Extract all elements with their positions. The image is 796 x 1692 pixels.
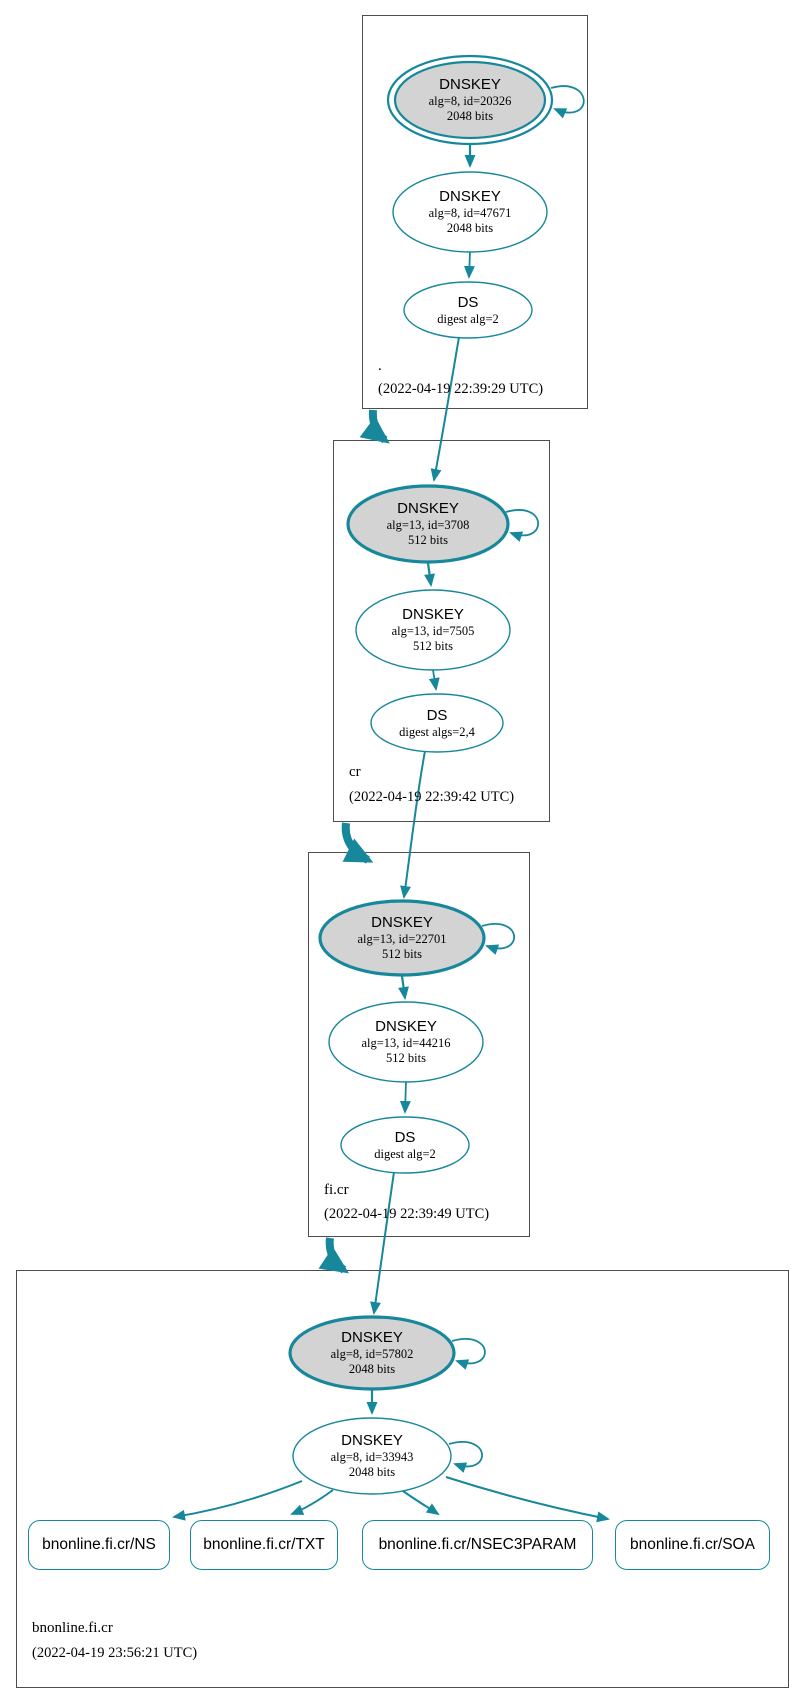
root-ds-digest: digest alg=2 (437, 312, 499, 326)
root-zsk-node[interactable]: DNSKEY alg=8, id=47671 2048 bits (390, 188, 550, 236)
rrset-txt-label: bnonline.fi.cr/TXT (203, 1536, 325, 1553)
zone-name-fi-cr: fi.cr (324, 1182, 349, 1198)
cr-ksk-bits: 512 bits (408, 533, 448, 547)
fi-cr-ksk-title: DNSKEY (371, 914, 433, 931)
rrset-txt-node[interactable]: bnonline.fi.cr/TXT (190, 1520, 338, 1570)
fi-cr-ds-node[interactable]: DS digest alg=2 (341, 1129, 469, 1162)
root-zsk-alg: alg=8, id=47671 (428, 206, 512, 220)
fi-cr-ds-title: DS (394, 1129, 416, 1146)
bnonline-ksk-alg: alg=8, id=57802 (330, 1347, 414, 1361)
fi-cr-zsk-title: DNSKEY (375, 1018, 437, 1035)
fi-cr-ksk-bits: 512 bits (382, 947, 422, 961)
root-zsk-bits: 2048 bits (446, 221, 494, 235)
fi-cr-ksk-alg: alg=13, id=22701 (357, 932, 447, 946)
bnonline-zsk-alg: alg=8, id=33943 (330, 1450, 414, 1464)
fi-cr-zsk-bits: 512 bits (386, 1051, 426, 1065)
zone-timestamp-root: (2022-04-19 22:39:29 UTC) (378, 381, 544, 397)
fi-cr-ksk-node[interactable]: DNSKEY alg=13, id=22701 512 bits (322, 914, 482, 962)
root-ksk-node[interactable]: DNSKEY alg=8, id=20326 2048 bits (390, 76, 550, 124)
zone-box-bnonline-fi-cr (16, 1270, 789, 1688)
cr-ksk-alg: alg=13, id=3708 (386, 518, 470, 532)
cr-zsk-alg: alg=13, id=7505 (391, 624, 475, 638)
root-ds-node[interactable]: DS digest alg=2 (404, 294, 532, 327)
fi-cr-to-bnonline-delegation-arrow (318, 1237, 349, 1274)
zone-timestamp-bnonline: (2022-04-19 23:56:21 UTC) (32, 1645, 198, 1661)
fi-cr-zsk-alg: alg=13, id=44216 (361, 1036, 451, 1050)
root-zsk-title: DNSKEY (439, 188, 501, 205)
zone-timestamp-cr: (2022-04-19 22:39:42 UTC) (349, 789, 515, 805)
cr-ksk-node[interactable]: DNSKEY alg=13, id=3708 512 bits (348, 500, 508, 548)
bnonline-zsk-node[interactable]: DNSKEY alg=8, id=33943 2048 bits (292, 1432, 452, 1480)
cr-zsk-title: DNSKEY (402, 606, 464, 623)
rrset-ns-label: bnonline.fi.cr/NS (42, 1536, 156, 1553)
cr-ds-node[interactable]: DS digest algs=2,4 (371, 707, 503, 740)
rrset-soa-label: bnonline.fi.cr/SOA (630, 1536, 755, 1553)
cr-zsk-bits: 512 bits (413, 639, 453, 653)
zone-name-root: . (378, 358, 382, 374)
zone-box-root (362, 15, 588, 409)
rrset-ns-node[interactable]: bnonline.fi.cr/NS (28, 1520, 170, 1570)
zone-timestamp-fi-cr: (2022-04-19 22:39:49 UTC) (324, 1206, 490, 1222)
cr-ksk-title: DNSKEY (397, 500, 459, 517)
bnonline-ksk-title: DNSKEY (341, 1329, 403, 1346)
root-ds-title: DS (457, 294, 479, 311)
root-ksk-title: DNSKEY (439, 76, 501, 93)
cr-zsk-node[interactable]: DNSKEY alg=13, id=7505 512 bits (353, 606, 513, 654)
cr-ds-digest: digest algs=2,4 (399, 725, 475, 739)
rrset-nsec3param-node[interactable]: bnonline.fi.cr/NSEC3PARAM (362, 1520, 593, 1570)
zone-name-cr: cr (349, 764, 361, 780)
bnonline-ksk-node[interactable]: DNSKEY alg=8, id=57802 2048 bits (292, 1329, 452, 1377)
zone-name-bnonline: bnonline.fi.cr (32, 1620, 113, 1636)
fi-cr-ds-digest: digest alg=2 (374, 1147, 436, 1161)
bnonline-zsk-bits: 2048 bits (348, 1465, 396, 1479)
rrset-nsec3param-label: bnonline.fi.cr/NSEC3PARAM (378, 1536, 577, 1553)
root-to-cr-delegation-arrow (359, 409, 390, 444)
rrset-soa-node[interactable]: bnonline.fi.cr/SOA (615, 1520, 770, 1570)
bnonline-ksk-bits: 2048 bits (348, 1362, 396, 1376)
fi-cr-zsk-node[interactable]: DNSKEY alg=13, id=44216 512 bits (326, 1018, 486, 1066)
root-ksk-alg: alg=8, id=20326 (428, 94, 512, 108)
cr-ds-title: DS (426, 707, 448, 724)
root-ksk-bits: 2048 bits (446, 109, 494, 123)
bnonline-zsk-title: DNSKEY (341, 1432, 403, 1449)
